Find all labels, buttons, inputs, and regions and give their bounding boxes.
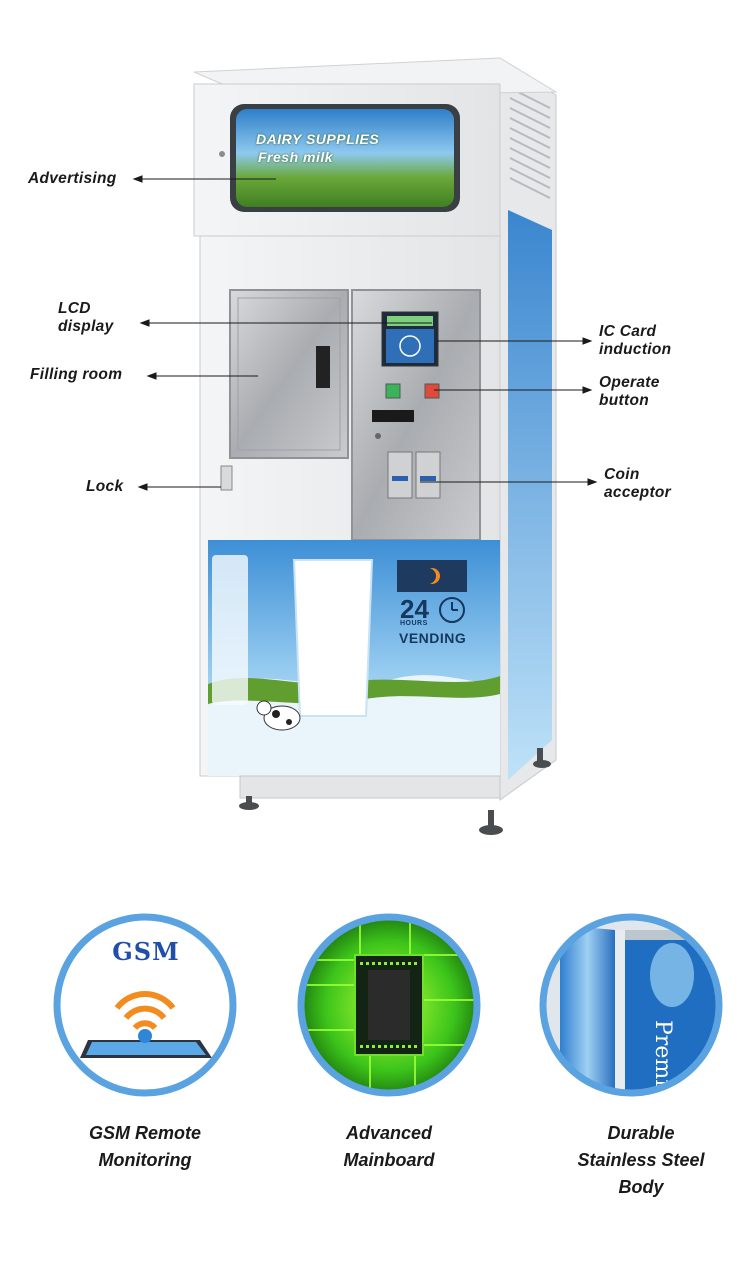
glass-left <box>212 555 248 705</box>
mainboard-feature-circle <box>297 913 481 1097</box>
coin-acceptor-right <box>415 451 441 499</box>
start-button <box>385 383 401 399</box>
feature-caption-steel-body: Durable Stainless Steel Body <box>577 1123 705 1197</box>
vending-word: VENDING <box>399 630 467 646</box>
gsm-logo-text: GSM <box>112 937 180 966</box>
side-graphic <box>508 210 552 780</box>
gsm-feature-circle <box>53 913 237 1097</box>
circuit-board-chip-icon <box>301 917 477 1093</box>
machine-feet <box>239 748 551 835</box>
filling-handle <box>316 346 330 388</box>
advertising-screen <box>236 109 454 207</box>
lcd-readout <box>387 316 433 326</box>
callout-advertising: Advertising <box>28 170 117 187</box>
cow-mascot <box>256 700 301 731</box>
callout-filling-room: Filling room <box>30 366 123 383</box>
side-vents <box>509 87 551 199</box>
hours-word: HOURS <box>400 620 428 627</box>
callout-operate-button: Operate button <box>599 374 660 409</box>
callout-arrows <box>132 175 598 491</box>
card-slot <box>372 410 414 422</box>
lock <box>220 465 233 491</box>
gsm-wifi-tablet-icon <box>80 991 212 1058</box>
upper-lock-dot <box>219 151 225 157</box>
ad-line-1: DAIRY SUPPLIES <box>256 131 380 147</box>
stop-button <box>424 383 440 399</box>
filling-room-door <box>229 289 349 459</box>
steel-body-feature-circle: Premiu <box>539 913 723 1097</box>
machine-base <box>239 775 501 799</box>
ad-line-2: Fresh milk <box>258 149 334 165</box>
callout-lock: Lock <box>86 478 124 495</box>
feature-caption-gsm: GSM Remote Monitoring <box>88 1123 202 1170</box>
milk-glass <box>292 559 374 717</box>
callout-lcd-display: LCD display <box>58 300 114 335</box>
callout-ic-card: IC Card induction <box>599 323 672 358</box>
hours-number: 24 <box>400 594 429 624</box>
steel-body-panel-icon: Premiu <box>543 917 719 1093</box>
callout-coin-acceptor: Coin acceptor <box>604 466 672 501</box>
clock-icon <box>439 597 465 623</box>
coin-acceptor-left <box>387 451 413 499</box>
ic-card-reader <box>386 329 434 363</box>
feature-caption-mainboard: Advanced Mainboard <box>343 1123 435 1170</box>
